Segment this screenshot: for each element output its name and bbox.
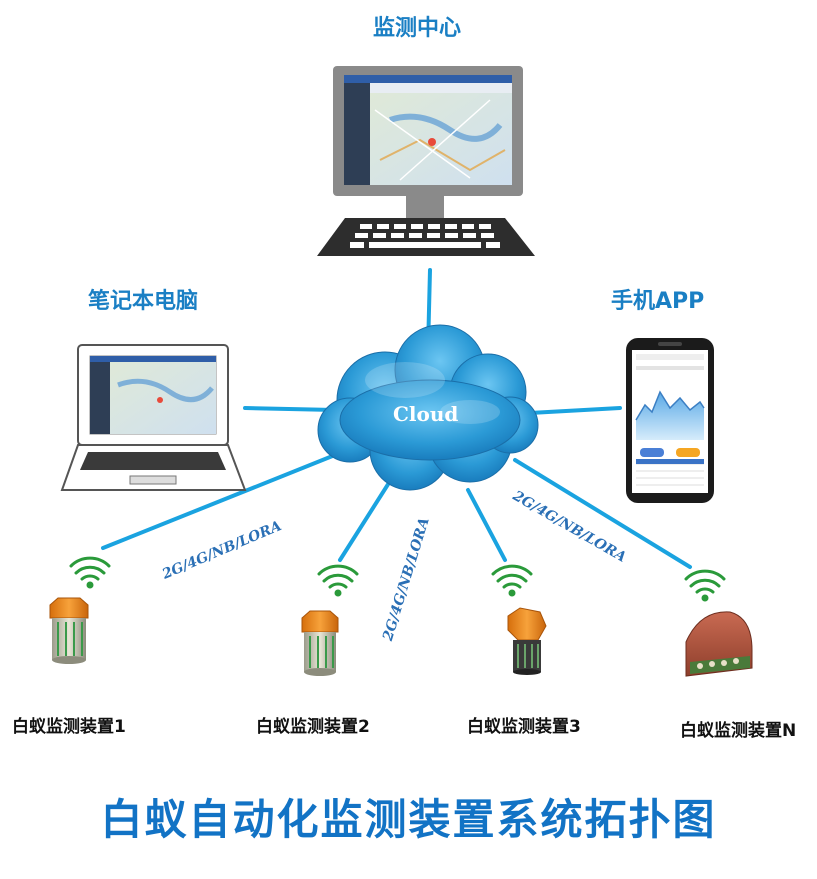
cloud-highlights (365, 362, 500, 424)
device-label-2: 白蚁监测装置2 (256, 717, 370, 737)
wifi-signal-icon (69, 556, 111, 589)
termite-trap-icon (507, 607, 547, 675)
link-phone-cloud (528, 406, 622, 415)
wifi-signal-icon (491, 564, 533, 597)
desktop-monitor-icon (317, 66, 535, 256)
laptop-label: 笔记本电脑 (88, 289, 199, 314)
monitoring-center-label: 监测中心 (373, 16, 462, 41)
diagram-title: 白蚁自动化监测装置系统拓扑图 (100, 795, 717, 844)
link-device2-cloud (338, 476, 394, 562)
smartphone-icon (626, 338, 714, 503)
cloud-label: Cloud (393, 402, 459, 426)
termite-trap-icon (301, 610, 339, 676)
device-label-n: 白蚁监测装置N (680, 721, 797, 741)
link-deviceN-cloud (513, 458, 692, 569)
laptop-icon (60, 344, 247, 491)
device-label-1: 白蚁监测装置1 (12, 717, 126, 737)
wifi-signal-icon (684, 569, 726, 602)
wifi-signals (69, 556, 726, 602)
link-device3-cloud (466, 488, 507, 562)
wifi-signal-icon (317, 564, 359, 597)
device-label-3: 白蚁监测装置3 (467, 717, 581, 737)
termite-trap-icon (49, 597, 89, 664)
link-device1-cloud (101, 453, 337, 550)
cloud-icon (317, 324, 539, 491)
mobile-app-label: 手机APP (611, 289, 705, 314)
termite-trap-icon (685, 611, 753, 677)
link-laptop-cloud (243, 406, 337, 412)
connection-lines (101, 268, 692, 569)
